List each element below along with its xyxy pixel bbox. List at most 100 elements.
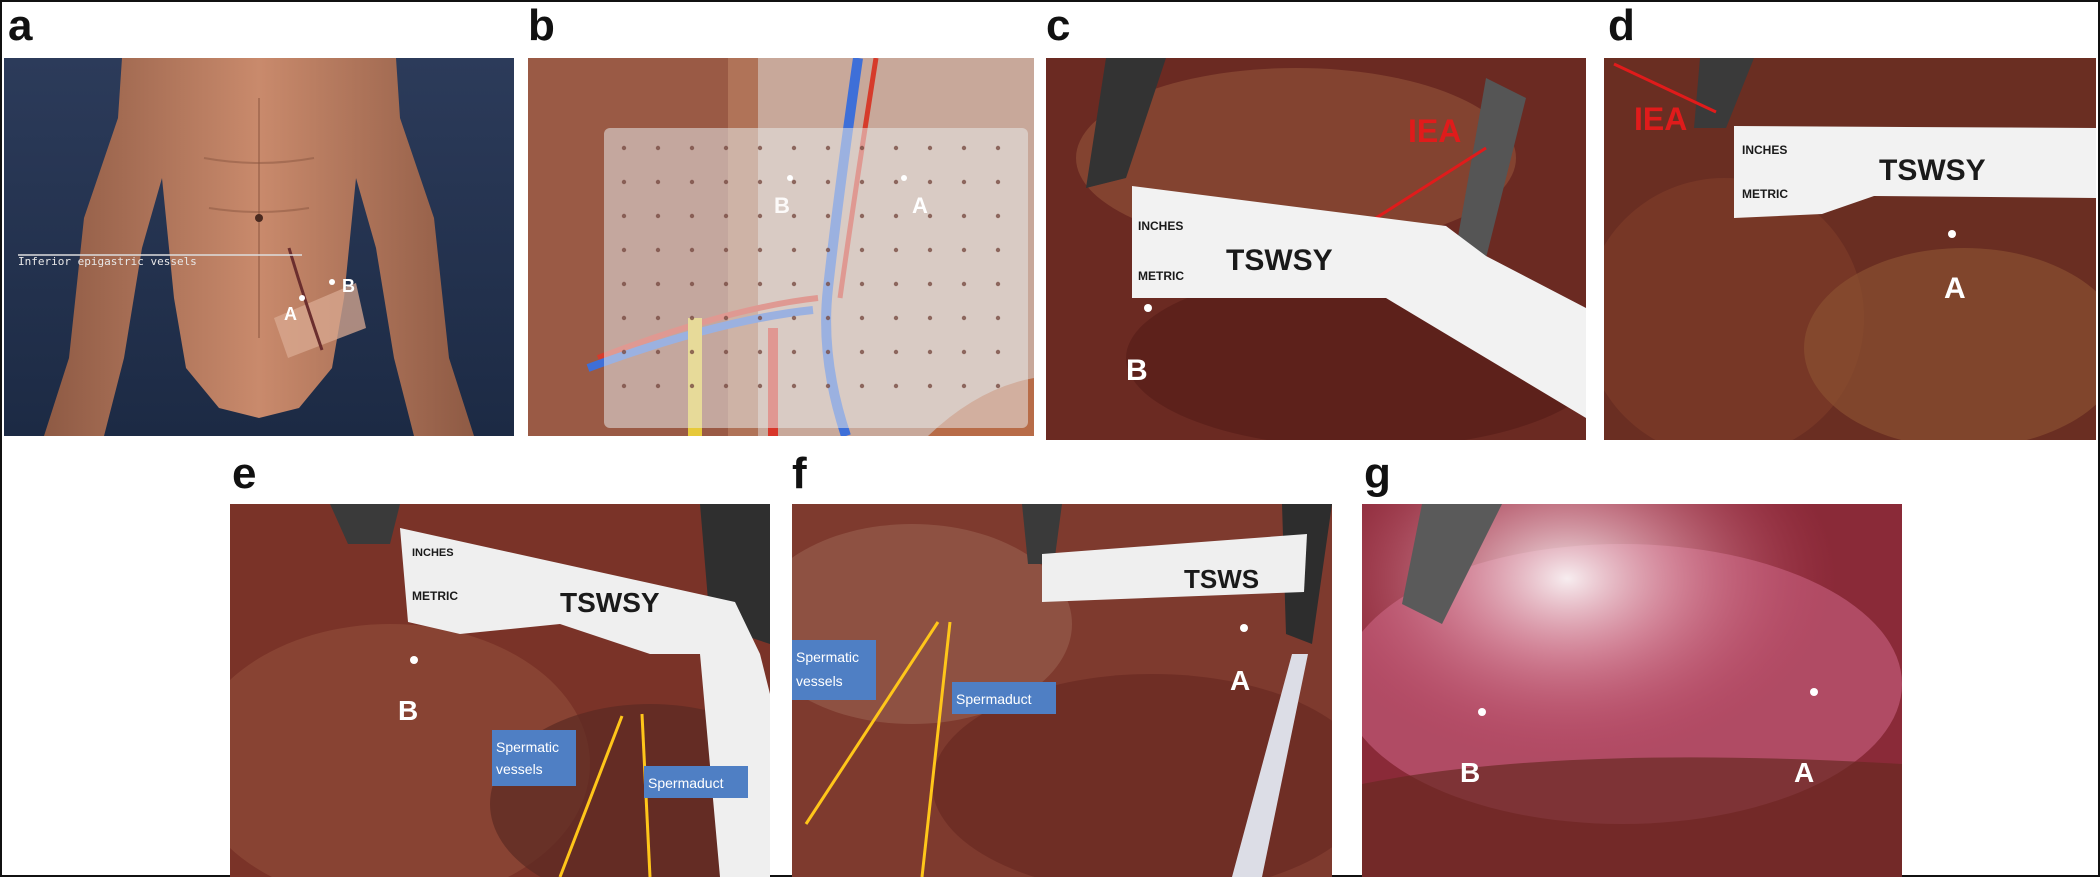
point-b-dot [1478,708,1486,716]
navel [255,214,263,222]
mesh-dot [655,247,661,253]
mesh-dot [723,179,729,185]
mesh-dot [927,315,933,321]
grasper-instrument [1694,58,1754,128]
point-b-dot [787,175,793,181]
mesh-dot [689,145,695,151]
panel-label-g: g [1364,449,1391,498]
mesh-dot [825,383,831,389]
spermaduct-label: Spermaduct [956,691,1032,707]
mesh-dot [825,145,831,151]
tape-metric-label: METRIC [1138,269,1184,283]
mesh-dot [961,281,967,287]
mesh-dot [927,349,933,355]
panel-c-laparoscopic-photo: IEA INCHES METRIC TSWSY B [1046,58,1586,440]
mesh-dot [859,179,865,185]
mesh-dot [689,213,695,219]
panel-label-f: f [792,449,807,498]
point-a-dot [1810,688,1818,696]
tape-brand: TSWS [1184,564,1259,594]
mesh-dot [723,383,729,389]
mesh-dot [825,179,831,185]
spermatic-vessels-label-1: Spermatic [796,649,859,665]
mesh-dot [655,145,661,151]
point-b-label: B [342,276,355,296]
mesh-dot [859,383,865,389]
mesh-dot [757,145,763,151]
mesh-dot [791,213,797,219]
panel-label-a: a [8,1,33,50]
mesh-dot [791,179,797,185]
measuring-tape [1042,534,1307,602]
mesh-dot [961,247,967,253]
mesh-dot [689,247,695,253]
iea-label: IEA [1634,101,1687,137]
grasper-instrument [330,504,400,544]
mesh-dot [859,247,865,253]
point-b-label: B [1460,757,1480,788]
mesh-dot [621,145,627,151]
point-a-label: A [1794,757,1814,788]
mesh-dot [757,383,763,389]
mesh-dot [655,281,661,287]
mesh-dot [689,179,695,185]
tape-metric-label: METRIC [1742,187,1788,201]
tape-metric-label: METRIC [412,589,458,603]
mesh-dot [961,145,967,151]
mesh-dot [689,383,695,389]
mesh-dot-grid [621,145,1001,389]
mesh-dot [757,349,763,355]
mesh-dot [655,213,661,219]
mesh-dot [689,315,695,321]
mesh-overlay [274,283,366,358]
mesh-dot [791,281,797,287]
mesh-dot [655,383,661,389]
mesh-dot [893,315,899,321]
panel-f-laparoscopic-photo: TSWS A Spermatic vessels Spermaduct [792,504,1332,877]
stapler-instrument [1402,504,1502,624]
mesh-dot [961,349,967,355]
mesh-dot [791,383,797,389]
panel-a-body-illustration: Inferior epigastric vessels A B [4,58,514,436]
mesh-dot [927,281,933,287]
mesh-dot [995,315,1001,321]
mesh-dot [723,145,729,151]
measuring-tape [1734,126,2096,218]
mesh-dot [825,315,831,321]
mesh-dot [825,281,831,287]
mesh-dot [859,213,865,219]
mesh-dot [757,247,763,253]
spermatic-vessels-line [558,715,624,877]
point-b-dot [410,656,418,664]
mesh-dot [723,213,729,219]
mesh-dot [995,281,1001,287]
mesh-dot [757,213,763,219]
point-b-dot [1144,304,1152,312]
spermatic-vessels-label-1: Spermatic [496,739,559,755]
mesh-dot [927,213,933,219]
mesh-dot [995,383,1001,389]
mesh-dot [621,179,627,185]
mesh-dot [893,179,899,185]
mesh-dot [621,315,627,321]
tape-inches-label: INCHES [1138,219,1183,233]
measuring-tape [1132,186,1586,418]
panel-d-laparoscopic-photo: IEA INCHES METRIC TSWSY A [1604,58,2096,440]
mesh-dot [621,349,627,355]
spermaduct-box [644,766,748,798]
panel-label-b: b [528,1,555,50]
point-a-dot [299,295,305,301]
panel-e-laparoscopic-photo: INCHES METRIC TSWSY B Spermatic vessels … [230,504,770,877]
mesh-dot [757,281,763,287]
mesh-dot [961,315,967,321]
panel-b-anatomy-illustration: B A [528,58,1034,436]
mesh-dot [655,315,661,321]
mesh-dot [791,315,797,321]
mesh-dot [927,247,933,253]
mesh-dot [961,179,967,185]
mesh-dot [927,145,933,151]
point-a-label: A [912,193,928,218]
mesh-dot [791,145,797,151]
mesh-dot [757,179,763,185]
mesh-dot [655,179,661,185]
